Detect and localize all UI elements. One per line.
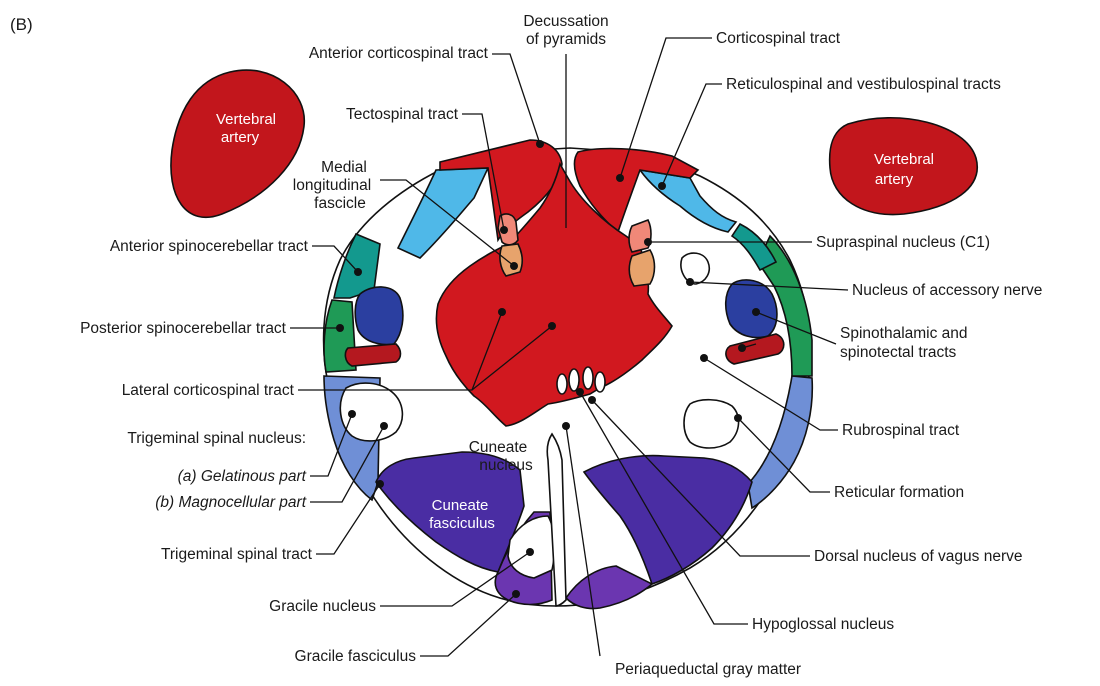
dot-posterior-spinocerebellar	[336, 324, 344, 332]
dot-reticular-formation	[734, 414, 742, 422]
rubrospinal-left	[345, 344, 400, 366]
label-dorsal-vagus: Dorsal nucleus of vagus nerve	[814, 548, 1023, 565]
dot-gelatinous	[348, 410, 356, 418]
nucleus-oval-1	[557, 374, 567, 394]
label-hypoglossal: Hypoglossal nucleus	[752, 616, 894, 633]
vertebral-artery-left-label-line2: artery	[221, 129, 260, 146]
vertebral-artery-right-label-line1: Vertebral	[874, 151, 934, 168]
label-periaqueductal: Periaqueductal gray matter	[615, 661, 801, 678]
label-magnocellular: (b) Magnocellular part	[155, 494, 306, 511]
dot-accessory	[686, 278, 694, 286]
dot-lateral-corticospinal-a	[498, 308, 506, 316]
label-decussation-line1: Decussation	[523, 13, 608, 30]
label-medial-longitudinal-line1: Medial	[321, 159, 367, 176]
dot-anterior-spinocerebellar	[354, 268, 362, 276]
dot-lateral-corticospinal-b	[548, 322, 556, 330]
label-medial-longitudinal-line3: fascicle	[314, 195, 366, 212]
tectospinal-left	[500, 244, 522, 276]
label-trigeminal-spinal-nucleus: Trigeminal spinal nucleus:	[127, 430, 306, 447]
medulla-cross-section	[324, 140, 813, 609]
leader-gracile-fasciculus	[420, 594, 516, 656]
reticular-formation-right	[684, 400, 739, 448]
dot-corticospinal	[616, 174, 624, 182]
label-medial-longitudinal-line2: longitudinal	[293, 177, 371, 194]
dot-dorsal-vagus	[588, 396, 596, 404]
panel-letter: (B)	[10, 15, 33, 34]
label-lateral-corticospinal: Lateral corticospinal tract	[122, 382, 295, 399]
cuneate-fasciculus-label-line2: fasciculus	[429, 515, 495, 532]
vertebral-artery-right-label-line2: artery	[875, 171, 914, 188]
label-spinothalamic-line2: spinotectal tracts	[840, 344, 957, 361]
nucleus-oval-3	[583, 367, 593, 389]
label-posterior-spinocerebellar: Posterior spinocerebellar tract	[80, 320, 287, 337]
label-supraspinal: Supraspinal nucleus (C1)	[816, 234, 990, 251]
label-reticulospinal: Reticulospinal and vestibulospinal tract…	[726, 76, 1001, 93]
dot-trigeminal-spinal-tract	[376, 480, 384, 488]
label-spinothalamic-line1: Spinothalamic and	[840, 325, 968, 342]
dot-hypoglossal	[576, 388, 584, 396]
label-anterior-corticospinal: Anterior corticospinal tract	[309, 45, 489, 62]
dot-periaqueductal	[562, 422, 570, 430]
label-accessory: Nucleus of accessory nerve	[852, 282, 1042, 299]
dot-gracile-nucleus	[526, 548, 534, 556]
dot-anterior-corticospinal	[536, 140, 544, 148]
label-tectospinal: Tectospinal tract	[346, 106, 459, 123]
cuneate-nucleus-label-line2: nucleus	[479, 457, 533, 474]
dot-magnocellular	[380, 422, 388, 430]
dot-reticulospinal	[658, 182, 666, 190]
tectospinal-right	[629, 250, 654, 286]
nucleus-oval-4	[595, 372, 605, 392]
vertebral-artery-left-label-line1: Vertebral	[216, 111, 276, 128]
label-reticular-formation: Reticular formation	[834, 484, 964, 501]
cuneate-fasciculus-label-line1: Cuneate	[432, 497, 489, 514]
label-corticospinal: Corticospinal tract	[716, 30, 841, 47]
nucleus-oval-2	[569, 369, 579, 391]
dot-supraspinal	[644, 238, 652, 246]
leader-anterior-corticospinal	[492, 54, 540, 144]
dot-rubrospinal	[700, 354, 708, 362]
dot-spinothalamic	[752, 308, 760, 316]
label-gracile-fasciculus: Gracile fasciculus	[295, 648, 417, 665]
label-gelatinous: (a) Gelatinous part	[178, 468, 307, 485]
label-decussation-line2: of pyramids	[526, 31, 606, 48]
cuneate-nucleus-label-line1: Cuneate	[469, 439, 528, 456]
spinothalamic-left	[355, 287, 403, 345]
dot-medial-longitudinal	[510, 262, 518, 270]
label-anterior-spinocerebellar: Anterior spinocerebellar tract	[110, 238, 309, 255]
dot-tectospinal	[500, 226, 508, 234]
dot-spinotectal	[738, 344, 746, 352]
dot-gracile-fasciculus	[512, 590, 520, 598]
label-rubrospinal: Rubrospinal tract	[842, 422, 960, 439]
label-trigeminal-spinal-tract: Trigeminal spinal tract	[161, 546, 313, 563]
label-gracile-nucleus: Gracile nucleus	[269, 598, 376, 615]
